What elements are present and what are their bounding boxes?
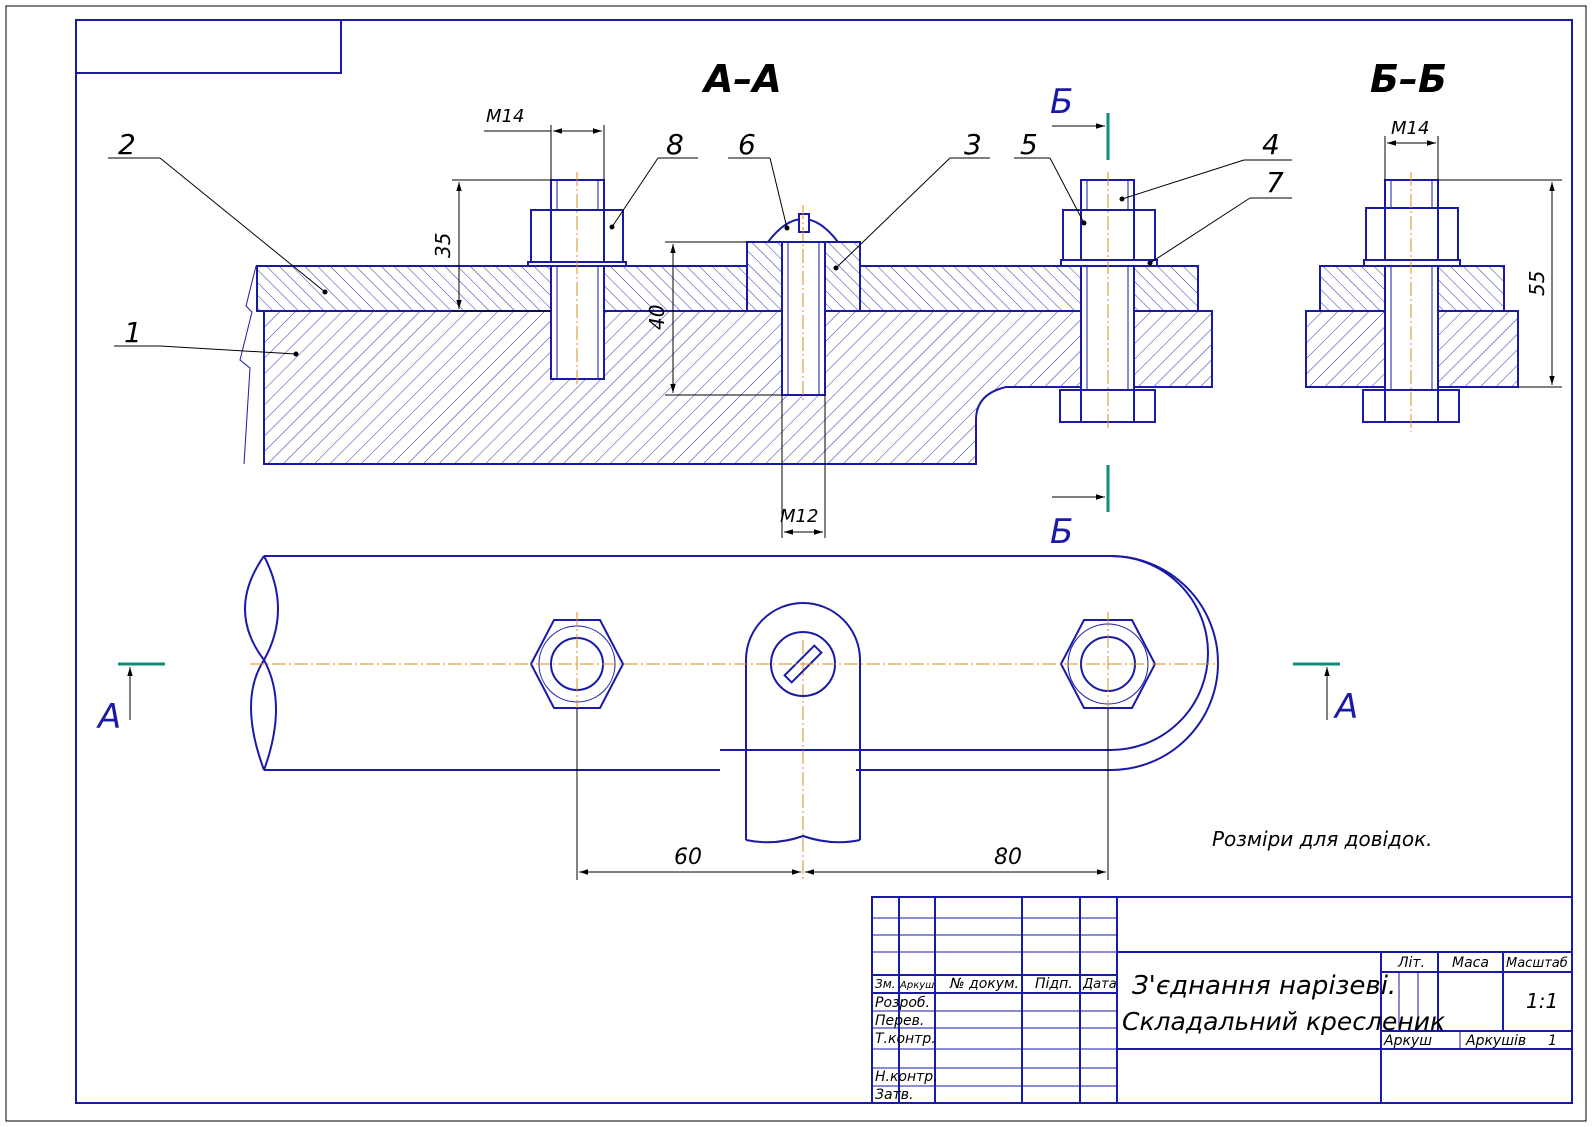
part-number-3: 3 <box>964 128 982 161</box>
tb-row-perev: Перев. <box>875 1013 924 1029</box>
cut-letter-a-right: А <box>1333 687 1358 727</box>
dim-40: 40 <box>645 305 669 330</box>
dim-m14-right: M14 <box>1391 118 1429 139</box>
tb-row-zatv: Затв. <box>875 1087 913 1103</box>
tb-title-line2: Складальний кресленик <box>1122 1007 1445 1036</box>
tb-col-arkush: Аркуш <box>899 980 934 991</box>
part-2-top-plate <box>256 265 748 312</box>
tb-scale-label: Масштаб <box>1506 956 1568 971</box>
tb-title-line1: З'єднання нарізеві. <box>1132 971 1396 1001</box>
tb-row-tkontr: Т.контр. <box>875 1031 936 1047</box>
part-7-washer <box>1060 259 1158 267</box>
part-2-top-plate-right <box>859 265 1199 312</box>
tb-sheets-label: Аркушів <box>1465 1033 1526 1049</box>
cut-letter-a-left: А <box>96 697 121 737</box>
part-number-1: 1 <box>124 316 142 349</box>
outer-frame <box>5 5 1587 1122</box>
drawing-labels: А–А Б–Б Б Б А А 1 2 3 4 5 6 7 8 M14 M14 … <box>96 57 1549 870</box>
dim-60: 60 <box>674 845 702 870</box>
part-number-4: 4 <box>1262 128 1280 161</box>
tb-scale-value: 1:1 <box>1526 989 1558 1013</box>
tb-col-zm: Зм. <box>875 977 896 991</box>
dim-m14-left: M14 <box>486 106 524 127</box>
inner-frame <box>75 19 1573 1104</box>
part-number-7: 7 <box>1266 166 1284 199</box>
plan-view <box>118 555 1340 880</box>
dim-55: 55 <box>1525 271 1549 296</box>
bb-nut <box>1365 207 1459 261</box>
cut-letter-b-top: Б <box>1050 82 1073 122</box>
cut-letter-b-bottom: Б <box>1050 512 1073 552</box>
part-number-6: 6 <box>738 128 756 161</box>
section-aa-title: А–А <box>701 57 782 101</box>
dimensions-aa <box>452 125 826 538</box>
tb-lit-label: Літ. <box>1397 955 1425 971</box>
part-leaders <box>108 157 1292 357</box>
dim-m12: M12 <box>780 506 818 527</box>
part-number-2: 2 <box>118 128 136 161</box>
tb-row-rozrob: Розроб. <box>875 995 930 1011</box>
tb-row-nkontr: Н.контр. <box>875 1069 938 1085</box>
reference-note: Розміри для довідок. <box>1212 827 1433 851</box>
break-line-left <box>239 265 257 465</box>
dim-80: 80 <box>994 845 1022 870</box>
tb-col-pidp: Підп. <box>1035 976 1073 992</box>
title-block: Зм. Аркуш № докум. Підп. Дата Розроб. Пе… <box>871 896 1573 1104</box>
section-bb-title: Б–Б <box>1370 57 1447 101</box>
tb-sheets-value: 1 <box>1548 1033 1557 1049</box>
part-number-8: 8 <box>666 128 684 161</box>
tb-sheet-label: Аркуш <box>1383 1033 1432 1049</box>
plan-lug <box>745 602 861 840</box>
section-bb-view <box>1305 136 1562 432</box>
tb-col-data: Дата <box>1082 977 1117 992</box>
cut-plane-bb <box>1052 113 1110 512</box>
part-5-nut <box>1062 209 1156 261</box>
section-aa-view <box>239 172 1213 465</box>
tb-col-nodokum: № докум. <box>949 976 1019 992</box>
tb-mass-label: Маса <box>1452 955 1489 971</box>
dim-35: 35 <box>431 233 455 258</box>
part-number-5: 5 <box>1020 128 1038 161</box>
top-left-stamp-box <box>75 19 342 74</box>
part-1-base-plate <box>263 310 1213 465</box>
